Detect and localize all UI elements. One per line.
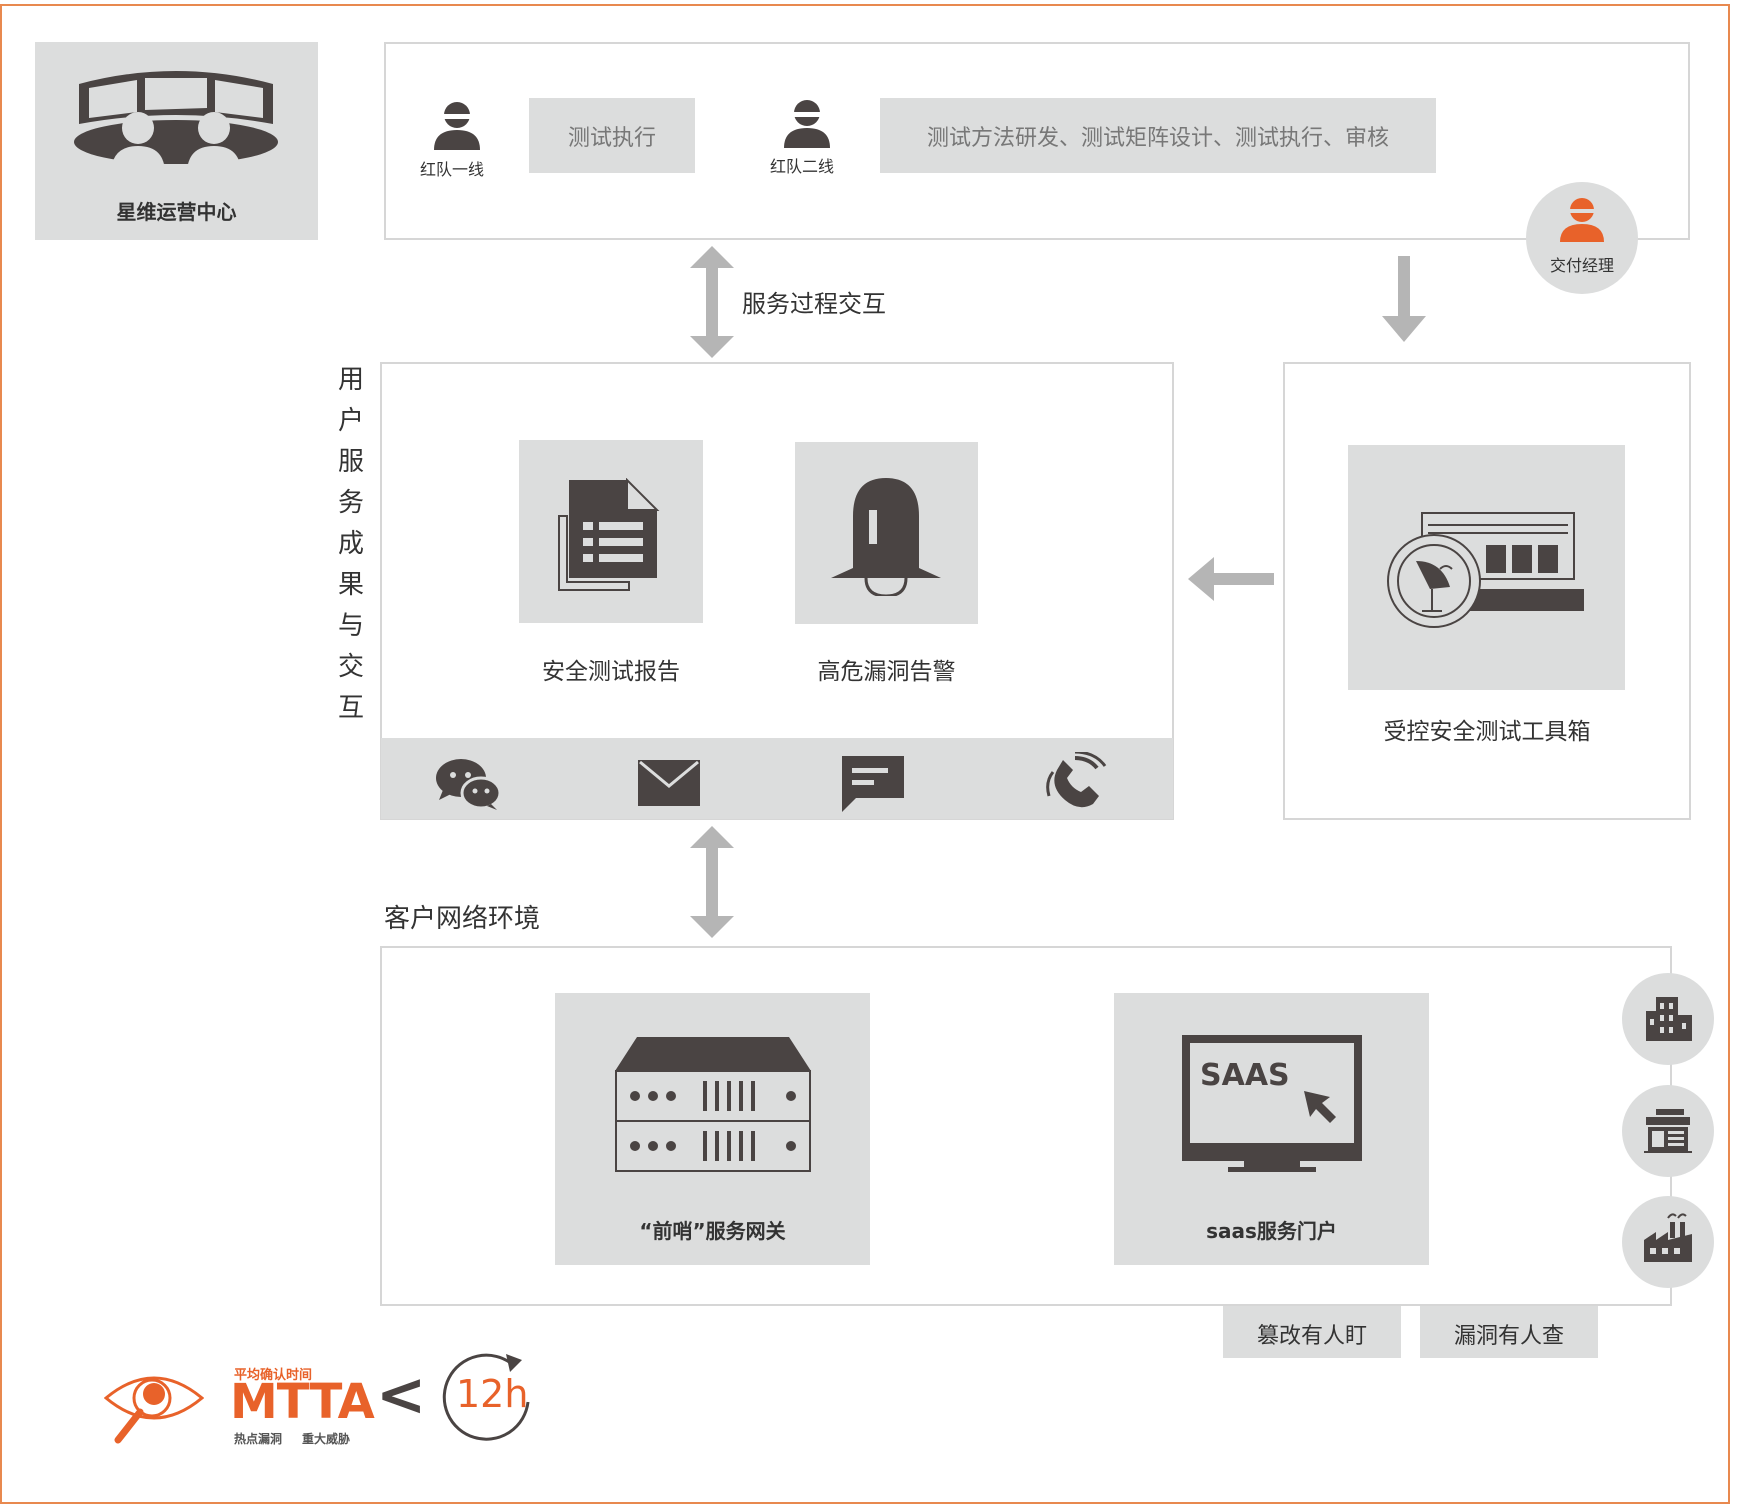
tamper-tag: 篡改有人盯: [1223, 1306, 1401, 1358]
gateway-tile: “前哨”服务网关: [555, 993, 870, 1265]
down-arrow-icon: [1382, 256, 1426, 342]
line1-task-label: 测试执行: [567, 126, 656, 151]
customer-network-title: 客户网络环境: [384, 904, 541, 934]
alarm-bell-icon: [831, 478, 941, 596]
line2-task-label: 测试方法研发、测试矩阵设计、测试执行、审核: [926, 126, 1389, 151]
ops-center-panel: 星维运营中心: [35, 42, 318, 240]
red-team-member-icon: [784, 100, 830, 148]
saas-label: saas服务门户: [1206, 1219, 1337, 1243]
channel-bar: [381, 738, 1173, 819]
user-service-side-label: 用 户 服 务 成 果 与 交 互: [337, 365, 364, 723]
mtta-caption-bottom-1: 热点漏洞: [234, 1432, 283, 1446]
vuln-tag: 漏洞有人查: [1420, 1306, 1598, 1358]
security-report-label: 安全测试报告: [542, 659, 680, 685]
saas-tile: SAAS saas服务门户: [1114, 993, 1429, 1265]
monitor-wall-icon: [74, 71, 278, 174]
eye-magnifier-icon: [104, 1376, 204, 1444]
red-team-member-icon: [434, 102, 480, 150]
left-arrow-icon: [1188, 557, 1274, 601]
toolbox-label: 受控安全测试工具箱: [1383, 719, 1591, 745]
bidirectional-arrow-icon: [690, 826, 734, 938]
message-icon[interactable]: [842, 756, 904, 812]
wechat-icon[interactable]: [435, 758, 501, 810]
factory-badge: [1622, 1196, 1714, 1288]
phone-icon[interactable]: [1045, 752, 1107, 812]
server-gateway-icon: [615, 1037, 811, 1172]
saas-screen-text: SAAS: [1200, 1058, 1290, 1093]
tamper-tag-label: 篡改有人盯: [1256, 1324, 1367, 1349]
office-building-badge: [1622, 973, 1714, 1065]
report-document-icon: [558, 478, 660, 591]
gateway-label: “前哨”服务网关: [639, 1219, 786, 1243]
vuln-alert-label: 高危漏洞告警: [817, 659, 956, 685]
line2-task-box: 测试方法研发、测试矩阵设计、测试执行、审核: [880, 98, 1436, 173]
mtta-acronym: MTTA: [230, 1374, 375, 1430]
vuln-alert-tile: [795, 442, 978, 624]
toolbox-tile: [1348, 445, 1625, 690]
line1-task-box: 测试执行: [529, 98, 695, 173]
office-building-icon: [1646, 997, 1692, 1041]
mtta-less-than: <: [376, 1360, 427, 1430]
outer-frame: [0, 4, 1730, 1504]
mtta-caption-top: 平均确认时间: [234, 1368, 313, 1383]
security-report-tile: [519, 440, 703, 623]
mail-icon[interactable]: [638, 760, 700, 806]
red-team-line2-label: 红队二线: [770, 157, 835, 176]
clock-cycle-icon: [442, 1353, 530, 1441]
bidirectional-arrow-icon: [690, 246, 734, 358]
delivery-manager-label: 交付经理: [1549, 256, 1614, 275]
red-team-line1-label: 红队一线: [420, 160, 485, 179]
storefront-badge: [1622, 1085, 1714, 1177]
delivery-manager-icon: [1560, 198, 1604, 242]
service-interaction-label: 服务过程交互: [742, 290, 886, 318]
saas-monitor-icon: [1182, 1035, 1362, 1172]
mtta-caption-bottom-2: 重大威胁: [302, 1432, 351, 1446]
ops-center-label: 星维运营中心: [116, 200, 237, 224]
mtta-time: 12h: [456, 1372, 529, 1416]
storefront-icon: [1644, 1109, 1692, 1153]
testing-toolbox-icon: [1387, 512, 1584, 628]
delivery-manager-badge: 交付经理: [1526, 182, 1638, 294]
factory-icon: [1644, 1213, 1692, 1262]
vuln-tag-label: 漏洞有人查: [1453, 1324, 1564, 1349]
